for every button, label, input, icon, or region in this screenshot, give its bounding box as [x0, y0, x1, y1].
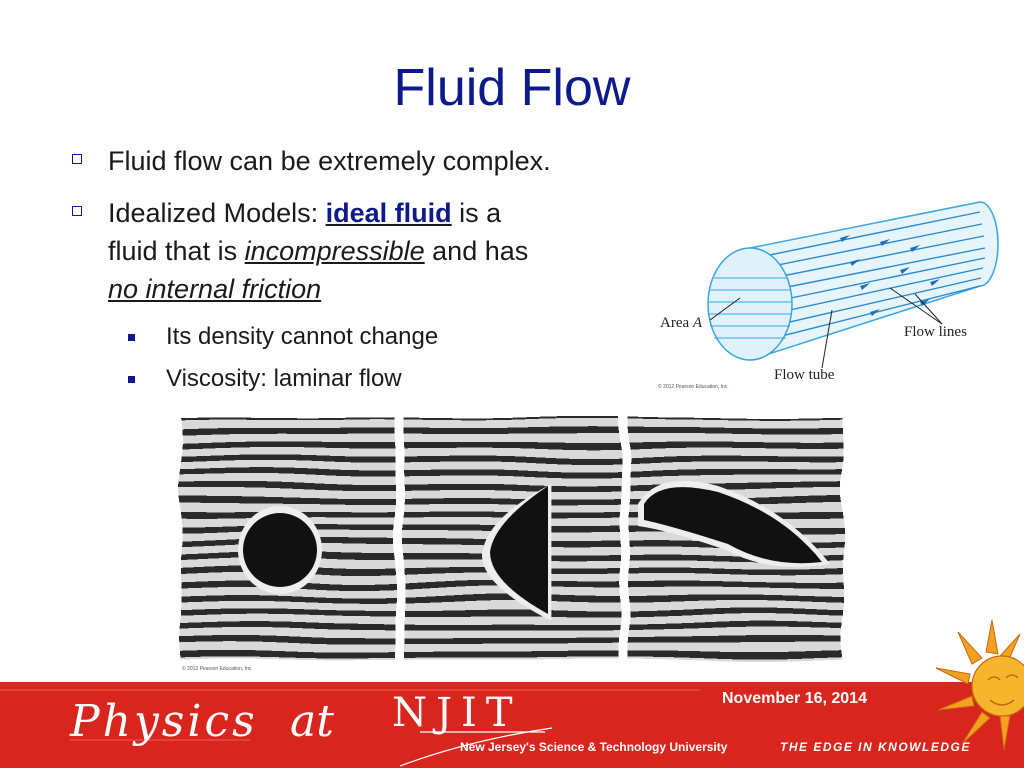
- slide-title: Fluid Flow: [393, 59, 631, 117]
- footer-band: November 16, 2014 Physics at NJIT New Je…: [0, 682, 1024, 768]
- flow-tube-figure: Area A Flow lines Flow tube © 2012 Pears…: [658, 201, 999, 390]
- photo-cylinder: [181, 418, 395, 660]
- tube-copyright: © 2012 Pearson Education, Inc.: [658, 383, 729, 390]
- square-bullet-icon: [128, 334, 135, 341]
- photo-airfoil: [629, 418, 843, 660]
- physics-logo-text: Physics: [70, 696, 258, 747]
- svg-text:Area A: Area A: [660, 315, 703, 331]
- flow-lines-label: Flow lines: [904, 324, 967, 340]
- checkbox-bullet-icon: [72, 206, 82, 216]
- slide-date: November 16, 2014: [722, 690, 867, 707]
- at-logo-text: at: [290, 696, 334, 747]
- flow-tube-label: Flow tube: [774, 367, 835, 383]
- checkbox-bullet-icon: [72, 154, 82, 164]
- bullet-2-text: Idealized Models: ideal fluid is a fluid…: [108, 198, 529, 304]
- square-bullet-icon: [128, 376, 135, 383]
- tagline: THE EDGE IN KNOWLEDGE: [780, 740, 971, 754]
- bullet-1-text: Fluid flow can be extremely complex.: [108, 146, 551, 176]
- footer-decoration: [0, 689, 700, 767]
- njit-logo: NJIT: [392, 690, 522, 736]
- incompressible-term: incompressible: [244, 236, 425, 266]
- streamline-photos: © 2012 Pearson Education, Inc.: [181, 418, 843, 672]
- photos-copyright: © 2012 Pearson Education, Inc.: [182, 665, 253, 672]
- no-friction-term: no internal friction: [108, 274, 322, 304]
- university-name: New Jersey's Science & Technology Univer…: [460, 740, 728, 754]
- sun-logo-icon: [935, 619, 1024, 751]
- ideal-fluid-term: ideal fluid: [325, 198, 452, 228]
- photo-wedge: [404, 418, 620, 660]
